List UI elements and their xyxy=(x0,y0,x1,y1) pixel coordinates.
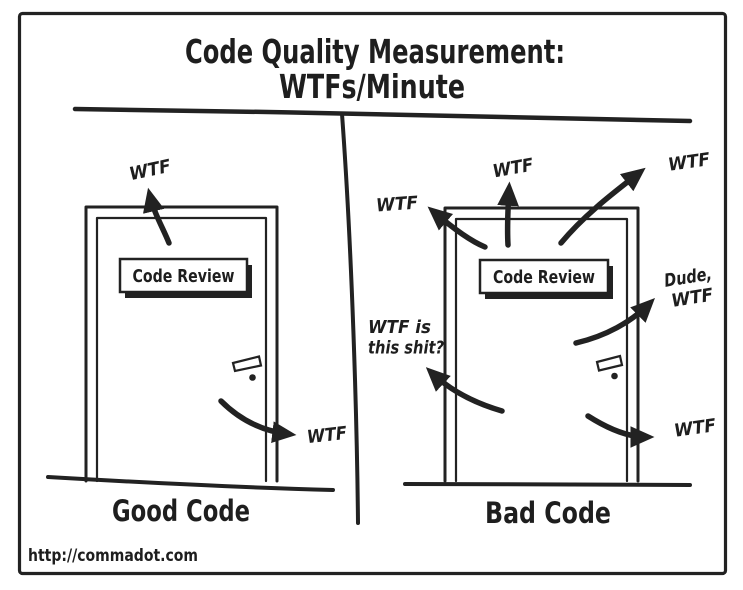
wtf-arrow-top-center xyxy=(497,181,519,248)
wtf-arrow-bottom-right xyxy=(585,413,655,448)
footer-url: http://commadot.com xyxy=(28,546,198,566)
ground-line xyxy=(46,475,335,492)
door-frame-outer xyxy=(84,205,279,483)
sign-face xyxy=(118,257,249,294)
door-handle-icon xyxy=(595,354,624,380)
wtf-arrow-top xyxy=(143,187,172,246)
bad-code-panel: Code Review WTF WTF WTF Dude, WTF WTF xyxy=(368,149,718,530)
good-code-panel: Code Review WTF WTF Good Code xyxy=(46,156,349,528)
code-review-sign: Code Review xyxy=(118,257,252,298)
code-review-sign-label: Code Review xyxy=(133,266,235,287)
wtf-arrow-this-shit xyxy=(425,367,505,414)
door-frame-outer xyxy=(443,206,640,483)
bad-code-caption: Bad Code xyxy=(485,496,611,530)
handle-plate xyxy=(595,354,624,372)
comic-title-line2: WTFs/Minute xyxy=(279,67,465,106)
comic-border xyxy=(17,11,728,576)
wtf-is-line1: WTF is xyxy=(368,317,431,338)
wtf-label-top-left: WTF xyxy=(375,193,419,217)
good-code-caption: Good Code xyxy=(112,494,250,528)
dude-wtf-label: Dude, WTF xyxy=(663,264,716,312)
wtf-is-this-shit-label: WTF is this shit? xyxy=(368,317,444,359)
wtf-label-top: WTF xyxy=(127,156,173,185)
wtf-label-top-center: WTF xyxy=(491,154,536,182)
door-frame-inner xyxy=(95,216,268,483)
door-handle-icon xyxy=(231,355,263,381)
handle-plate xyxy=(231,355,263,373)
wtf-arrow-top-right xyxy=(558,167,646,246)
handle-knob xyxy=(611,372,618,380)
handle-knob xyxy=(249,374,256,381)
comic-title-line1: Code Quality Measurement: xyxy=(185,32,565,71)
door-frame-inner xyxy=(454,217,629,483)
wtf-label-bottom-right: WTF xyxy=(673,415,718,442)
sign-face xyxy=(478,258,610,295)
wtf-arrow-top-left xyxy=(427,206,488,250)
wtf-label-top-right: WTF xyxy=(667,149,712,176)
wtf-label-bottom: WTF xyxy=(306,423,349,448)
wtf-arrow-dude xyxy=(573,298,655,346)
ground-line xyxy=(403,482,692,487)
wtf-arrow-bottom xyxy=(218,398,297,443)
code-review-sign: Code Review xyxy=(478,258,613,299)
title-separator-line xyxy=(72,106,693,124)
wtf-is-line2: this shit? xyxy=(368,338,444,359)
panel-divider-line xyxy=(340,112,360,525)
code-review-sign-label: Code Review xyxy=(493,267,595,288)
